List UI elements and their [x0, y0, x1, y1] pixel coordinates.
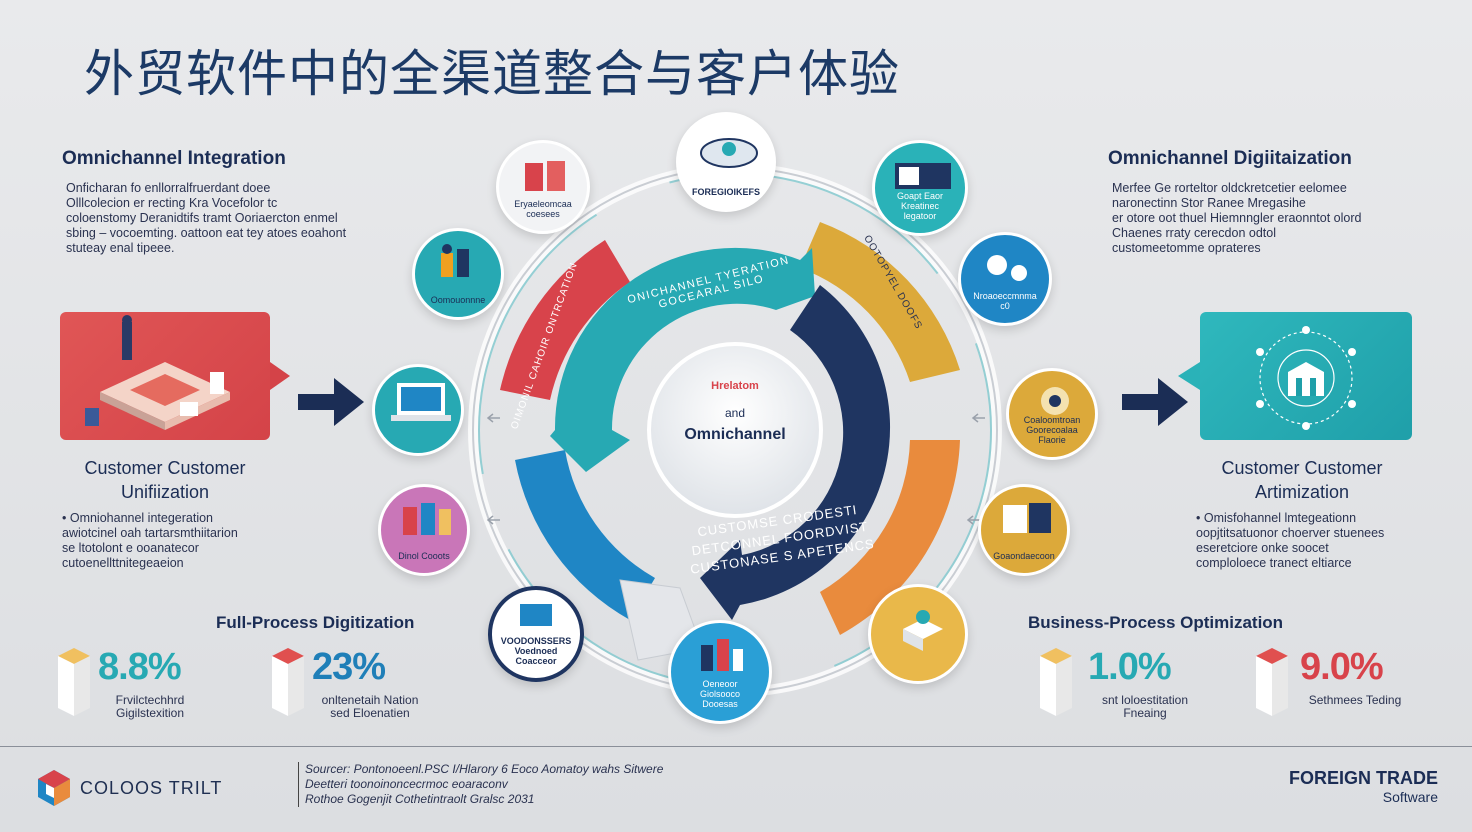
- footer-product-line1: FOREIGN TRADE: [1288, 768, 1438, 788]
- left-bullets: • Omniohannel integeration awiotcinel oa…: [62, 511, 238, 570]
- hub-line1: Hrelatom: [711, 380, 759, 392]
- orbit-label: Eryaeleomcaa coesees: [514, 199, 572, 219]
- orbit-circle-laptop[interactable]: [372, 364, 464, 456]
- footer-brand: COLOOS TRILT: [80, 778, 223, 798]
- footer-divider: [0, 746, 1472, 747]
- computer-icon: [1003, 503, 1051, 533]
- people-icon: [441, 244, 469, 277]
- panel-pointer: [1178, 362, 1200, 390]
- hub-circle: [647, 342, 823, 518]
- shipping-box-icon: [903, 610, 943, 651]
- orbit-label: Nroaoeccmnma c0: [973, 291, 1037, 311]
- network-hub-illustration: [1256, 326, 1356, 430]
- orbit-circle-gold3[interactable]: [868, 584, 968, 684]
- segment-navy: [700, 285, 891, 620]
- stat-value: 8.8%: [98, 646, 182, 688]
- right-heading: Omnichannel Digiitaization: [1108, 148, 1352, 169]
- right-arrow-icon: [1122, 378, 1188, 426]
- orbit-circle-top[interactable]: FOREGIOIKEFS: [676, 112, 776, 212]
- orbit-label: VOODONSSERS Voednoed Coacceor: [500, 636, 572, 666]
- stat-label: onltenetaih Nation sed Eloenatien: [321, 693, 419, 720]
- left-paragraph: Onficharan fo enllorralfruerdant doee Ol…: [66, 181, 347, 255]
- stat-value: 1.0%: [1088, 646, 1172, 688]
- orbit-label: FOREGIOIKEFS: [691, 187, 760, 197]
- logo-icon: [38, 770, 70, 806]
- isometric-platform-illustration: [85, 315, 230, 430]
- right-bullets: • Omisfohannel lmtegeationn oopjtitsatuo…: [1196, 511, 1385, 570]
- orbit-label: Coaloomtroan Goorecoalaa Flaorie: [1023, 415, 1081, 445]
- gear-icon: [987, 255, 1027, 281]
- city-icon: [701, 639, 743, 671]
- segment-blue: [515, 450, 655, 620]
- right-mid-title: Customer Customer Artimization: [1221, 458, 1383, 502]
- footer-product: FOREIGN TRADE Software: [1289, 768, 1438, 805]
- left-illustration: [60, 312, 270, 440]
- folder-icon: [520, 604, 552, 626]
- orbit-circle-blue[interactable]: Nroaoeccmnma c0: [958, 232, 1052, 326]
- orbit-label: Dinol Cooots: [398, 551, 450, 561]
- bar-building-icon: [1040, 648, 1072, 716]
- orbit-circle-people[interactable]: Oomouonnne: [412, 228, 504, 320]
- orbit-circle-red[interactable]: Eryaeleomcaa coesees: [496, 140, 590, 234]
- laptop-icon: [391, 383, 451, 421]
- orbit-circle-bottom[interactable]: Oeneoor Giolsooco Dooesas: [668, 620, 772, 724]
- monitor-icon: [895, 163, 951, 189]
- hub-line2: and: [724, 406, 746, 420]
- orbit-circle-gold2[interactable]: Goaondaecoon: [978, 484, 1070, 576]
- right-illustration: [1200, 312, 1412, 440]
- orbit-circle-white[interactable]: VOODONSSERS Voednoed Coacceor: [488, 586, 584, 682]
- footer-product-line2: Software: [1382, 789, 1438, 805]
- segment-orange: [820, 440, 960, 635]
- left-process-title: Full-Process Digitization: [216, 613, 415, 632]
- bar-building-icon: [272, 648, 304, 716]
- segment-red: [500, 240, 630, 400]
- left-heading: Omnichannel Integration: [62, 148, 286, 169]
- stat-label: Frvilctechhrd Gigilstexition: [115, 693, 185, 720]
- stat-label: snt loloestitation Fneaing: [1101, 693, 1189, 720]
- stat-value: 9.0%: [1300, 646, 1384, 688]
- right-paragraph: Merfee Ge rorteltor oldckretcetier eelom…: [1112, 181, 1362, 255]
- badge-icon: [1041, 387, 1069, 415]
- orbit-circle-teal[interactable]: Goapt Eaor Kreatinec legatoor: [872, 140, 968, 236]
- page-title: 外贸软件中的全渠道整合与客户体验: [84, 45, 900, 103]
- right-process-title: Business-Process Optimization: [1028, 613, 1284, 632]
- document-stack-icon: [525, 161, 565, 191]
- segment-teal: [550, 247, 815, 472]
- segment-gold: [800, 222, 960, 382]
- bar-building-icon: [58, 648, 90, 716]
- globe-box-icon: [700, 138, 758, 168]
- orbit-circle-pink[interactable]: Dinol Cooots: [378, 484, 470, 576]
- stat-value: 23%: [312, 646, 386, 688]
- left-mid-title: Customer Customer Unifiization: [84, 458, 246, 502]
- orbit-label: Oeneoor Giolsooco Dooesas: [699, 679, 741, 709]
- bar-building-icon: [1256, 648, 1288, 716]
- footer-sources: Sourcer: Pontonoeenl.PSC I/Hlarory 6 Eoc…: [298, 762, 663, 807]
- orbit-label: Oomouonnne: [430, 295, 486, 305]
- orbit-label: Goapt Eaor Kreatinec legatoor: [896, 191, 944, 221]
- right-arrow-icon: [298, 378, 364, 426]
- hub-line3: Omnichannel: [684, 426, 786, 443]
- orbit-circle-gold[interactable]: Coaloomtroan Goorecoalaa Flaorie: [1006, 368, 1098, 460]
- panel-pointer: [270, 362, 290, 390]
- orbit-label: Goaondaecoon: [993, 551, 1055, 561]
- warehouse-icon: [403, 503, 451, 535]
- stat-label: Sethmees Teding: [1308, 693, 1402, 707]
